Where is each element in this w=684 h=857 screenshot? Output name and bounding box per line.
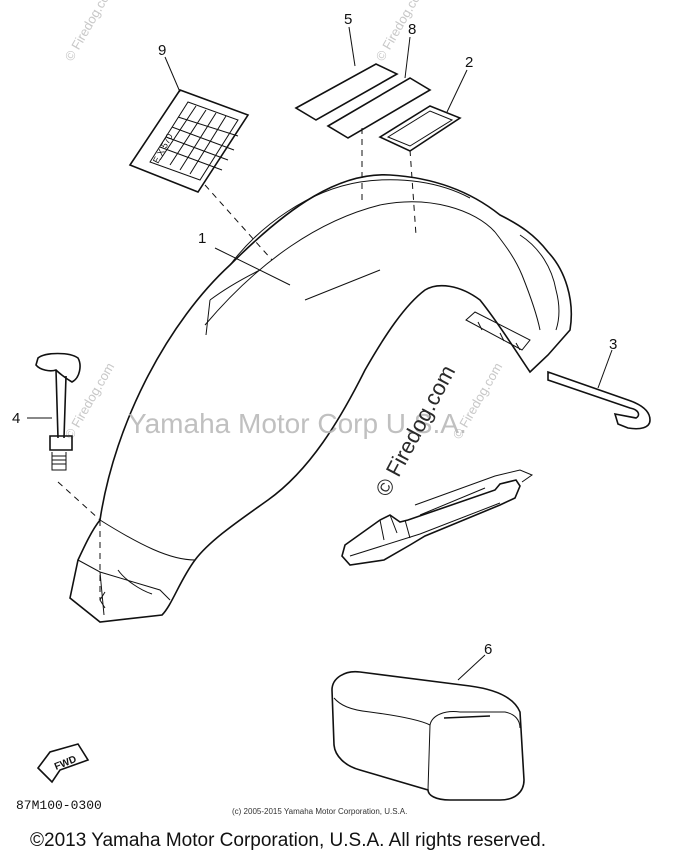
- rod-part-3: [547, 370, 651, 430]
- box-part-6: [331, 670, 525, 801]
- fwd-label: FWD: [53, 754, 78, 773]
- decal-grid-part-9: E X 570: [128, 89, 250, 193]
- footer-copyright: ©2013 Yamaha Motor Corporation, U.S.A. A…: [30, 830, 546, 851]
- part-label-5: 5: [344, 11, 352, 28]
- strap-holder: [341, 469, 534, 566]
- leader-lines: [27, 26, 613, 681]
- watermark-firedog-top-right: © Firedog.com: [373, 0, 429, 64]
- watermark-yamaha: Yamaha Motor Corp U.S.A.: [128, 408, 467, 439]
- plate-part-2: [378, 105, 462, 152]
- decal-strip-part-5: [294, 63, 399, 121]
- fwd-arrow: FWD: [36, 743, 90, 784]
- watermark-firedog-left: © Firedog.com: [62, 360, 118, 442]
- drawing-number: 87M100-0300: [16, 798, 102, 813]
- part-label-2: 2: [465, 54, 473, 71]
- part-label-4: 4: [12, 410, 20, 427]
- decal-strip-part-8: [326, 77, 432, 139]
- cover-part-1: [69, 174, 573, 623]
- part-label-6: 6: [484, 641, 492, 658]
- part-label-3: 3: [609, 336, 617, 353]
- part-label-9: 9: [158, 42, 166, 59]
- bolt-part-4: [35, 352, 81, 471]
- small-copyright: (c) 2005-2015 Yamaha Motor Corporation, …: [232, 807, 407, 816]
- part-label-8: 8: [408, 21, 416, 38]
- watermark-firedog-top-left: © Firedog.com: [62, 0, 118, 64]
- decal-text: E X 570: [151, 132, 175, 165]
- part-label-1: 1: [198, 230, 206, 247]
